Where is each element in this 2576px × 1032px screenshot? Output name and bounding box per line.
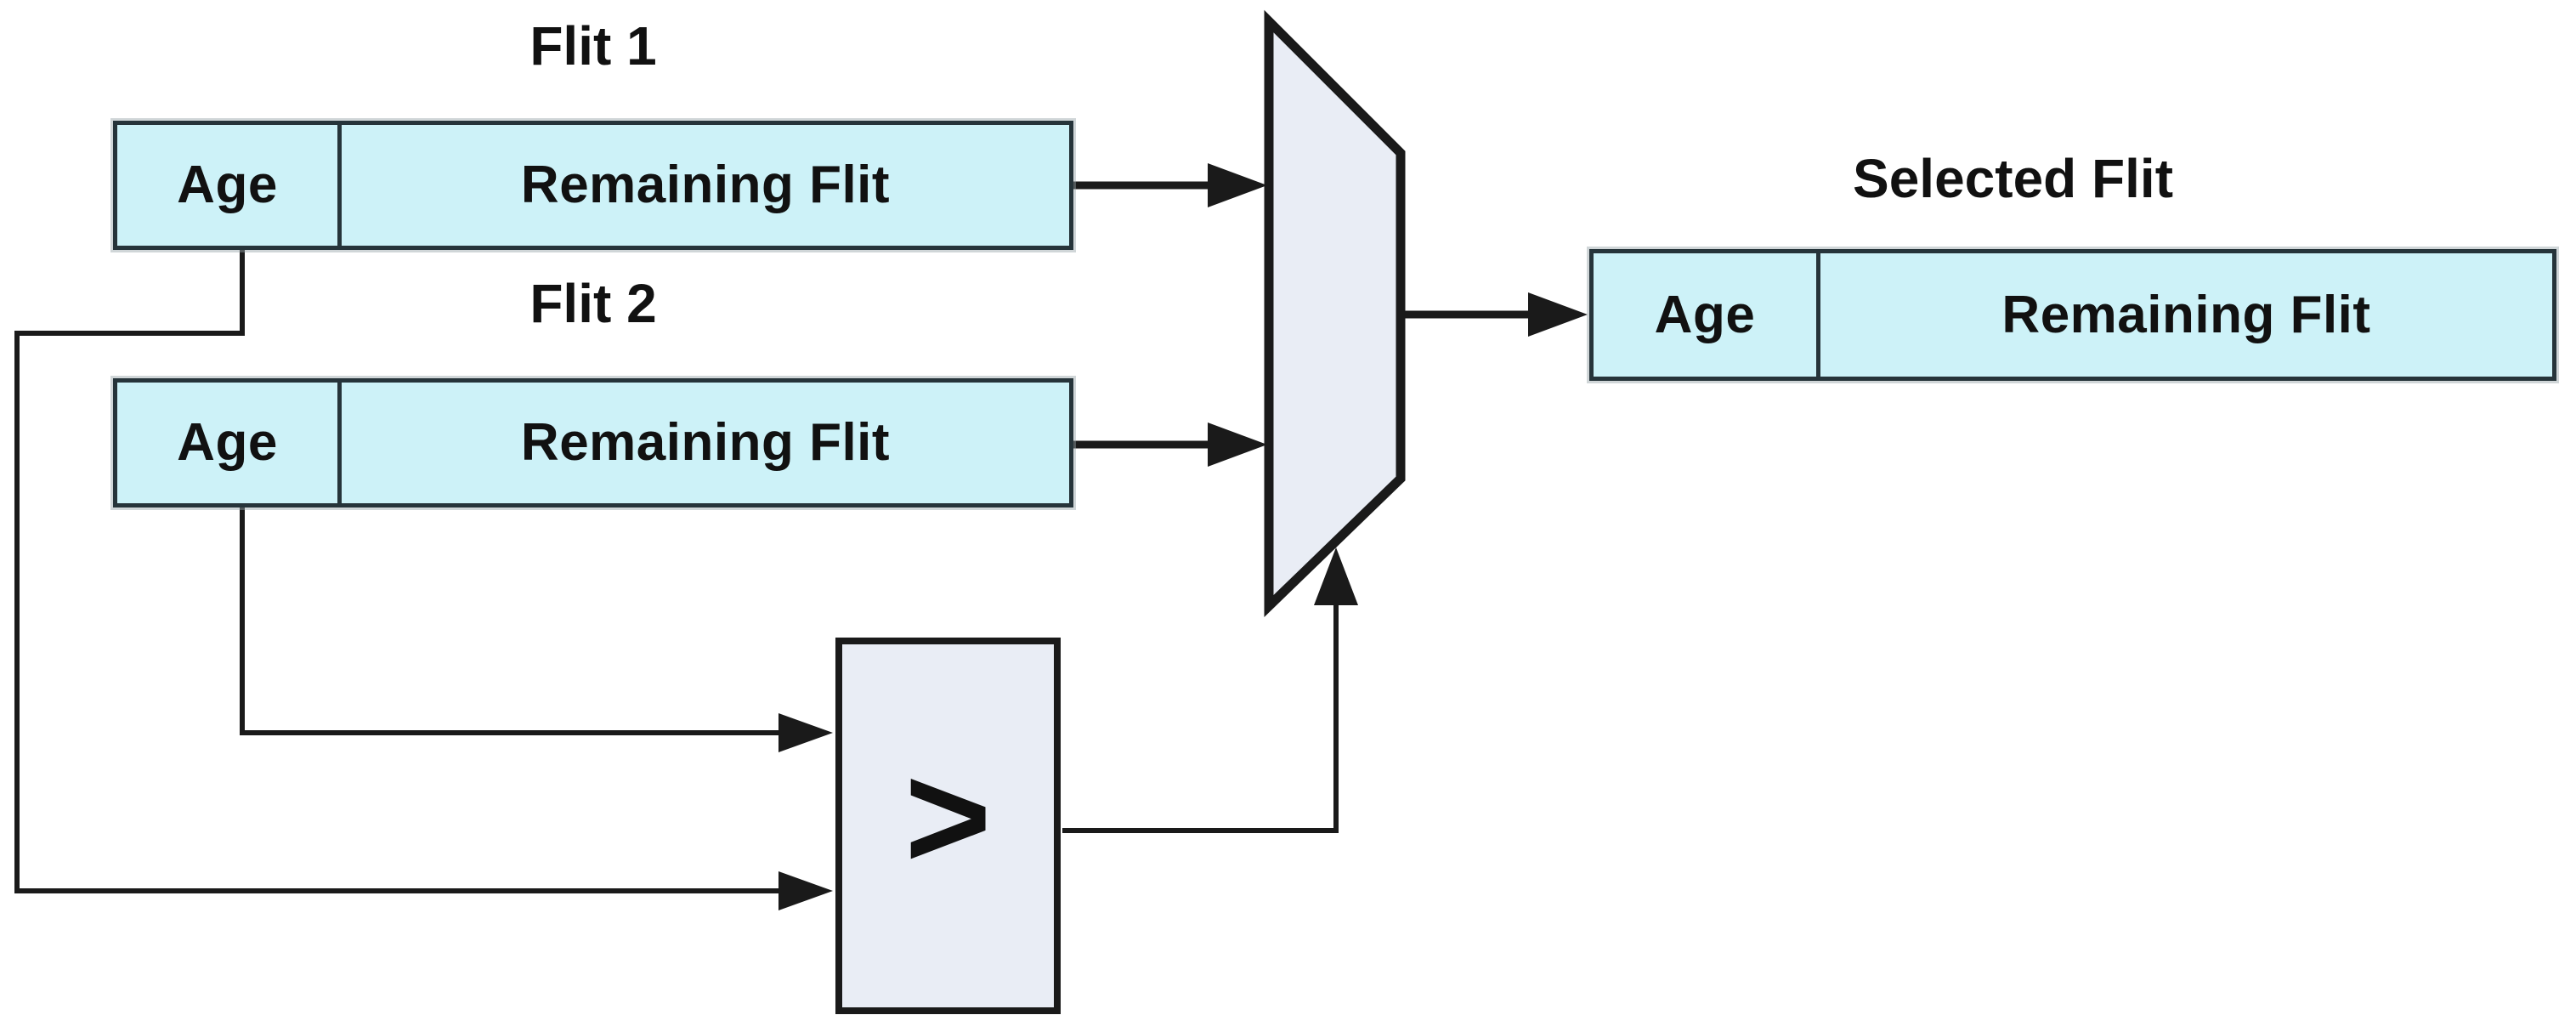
flit2-remaining-label: Remaining Flit bbox=[520, 413, 891, 472]
flit1-remaining-cell: Remaining Flit bbox=[342, 125, 1069, 246]
connector-flit1-age-to-comparator-arrowhead-icon bbox=[778, 871, 833, 910]
flit1-title: Flit 1 bbox=[529, 15, 657, 77]
selected-age-label: Age bbox=[1654, 285, 1756, 344]
selected-remaining-cell: Remaining Flit bbox=[1820, 253, 2552, 377]
selected-remaining-label: Remaining Flit bbox=[2001, 285, 2371, 344]
mux-trapezoid bbox=[1264, 9, 1406, 617]
flit1-remaining-label: Remaining Flit bbox=[520, 156, 891, 214]
flit1-box: Age Remaining Flit bbox=[113, 121, 1073, 250]
selected-flit-box: Age Remaining Flit bbox=[1589, 249, 2556, 381]
flit2-age-cell: Age bbox=[117, 383, 342, 503]
comparator-box: > bbox=[835, 638, 1061, 1014]
connector-flit2-age-to-comparator-line bbox=[240, 507, 786, 735]
connector-flit1-to-mux-arrowhead-icon bbox=[1208, 163, 1267, 207]
flit2-remaining-cell: Remaining Flit bbox=[342, 383, 1069, 503]
greater-than-symbol: > bbox=[904, 734, 992, 900]
flit1-age-label: Age bbox=[177, 156, 278, 214]
connector-flit1-age-to-comparator-line bbox=[14, 249, 786, 893]
connector-flit2-to-mux-arrowhead-icon bbox=[1208, 422, 1267, 467]
connector-comparator-to-mux-select-arrowhead-icon bbox=[1314, 547, 1358, 605]
flit1-age-cell: Age bbox=[117, 125, 342, 246]
flit2-title: Flit 2 bbox=[529, 273, 657, 334]
selected-flit-title: Selected Flit bbox=[1853, 148, 2173, 209]
connector-flit2-age-to-comparator-arrowhead-icon bbox=[778, 713, 833, 752]
flit2-age-label: Age bbox=[177, 413, 278, 472]
connector-mux-to-selected-arrowhead-icon bbox=[1528, 292, 1588, 337]
selected-age-cell: Age bbox=[1594, 253, 1820, 377]
flit2-box: Age Remaining Flit bbox=[113, 378, 1073, 507]
connector-comparator-to-mux-select-line bbox=[1062, 605, 1339, 833]
